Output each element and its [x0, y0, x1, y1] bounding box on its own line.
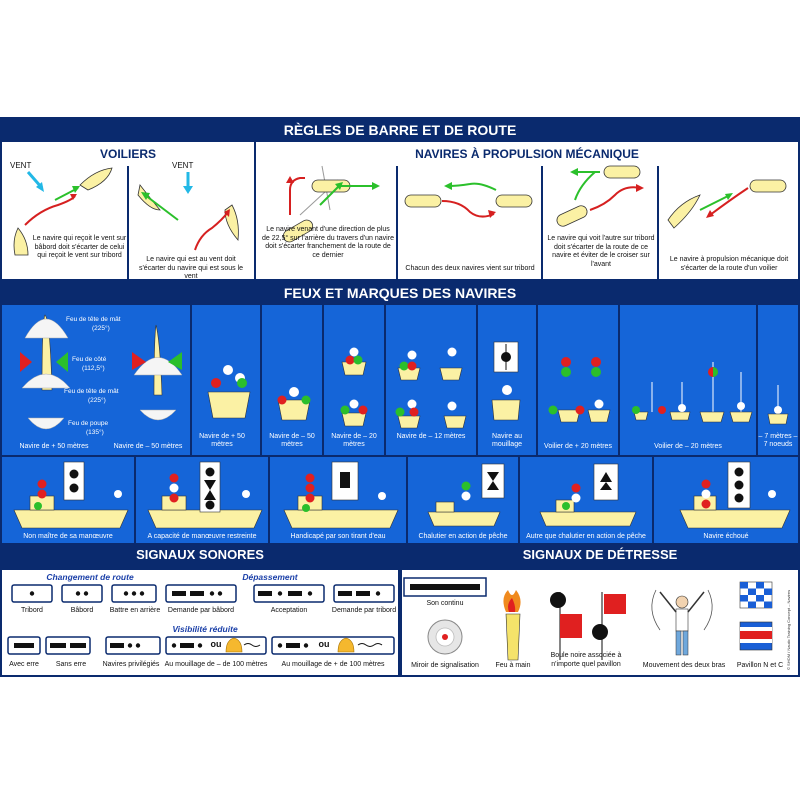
ship-1b [282, 219, 314, 243]
light-caption-7: Navire au mouillage [492, 433, 522, 448]
black-ball-icon [550, 592, 566, 608]
distress-title: SIGNAUX DE DÉTRESSE [522, 547, 678, 562]
light-caption-5: Navire de – 20 mètres [331, 433, 377, 448]
distress-miroir: Miroir de signalisation [411, 662, 479, 669]
sound-tribord: Tribord [21, 607, 43, 614]
ship-3a [603, 165, 641, 179]
light-caption-1: Navire de + 50 mètres [19, 443, 89, 450]
distress-pavillon: Pavillon N et C [736, 662, 784, 669]
sound-demande-tribord: Demande par tribord [331, 607, 397, 614]
label-side: Feu de côté [72, 356, 107, 363]
label-mast-2-deg: (225°) [88, 397, 106, 404]
light-panel-3 [262, 305, 322, 455]
sound-overtake-heading: Dépassement [242, 572, 298, 582]
sound-avec-erre: Avec erre [9, 661, 39, 668]
light-caption-8: Voilier de + 20 mètres [544, 443, 612, 450]
light-panel-4 [324, 305, 384, 455]
person-icon [675, 595, 689, 609]
sound-mouillage-moins: Au mouillage de – de 100 mètres [164, 661, 268, 668]
light-caption-6: Navire de – 12 mètres [396, 433, 466, 440]
flag-c-icon [739, 621, 773, 651]
light-caption-9: Voilier de – 20 mètres [654, 443, 722, 450]
sail-title: VOILIERS [99, 147, 156, 161]
label-side-deg: (112,5°) [82, 365, 105, 372]
sound-demande-babord: Demande par bâbord [167, 607, 235, 614]
wind-label-1: VENT [10, 161, 32, 170]
distress-boule: Boule noire associée à n'importe quel pa… [550, 652, 622, 668]
sound-babord: Bâbord [70, 607, 94, 614]
wind-label-2: VENT [172, 161, 194, 170]
light-caption-10: – 7 mètres – 7 noeuds [758, 433, 798, 448]
power-rule-1-caption: Le navire venant d'une direction de plus… [262, 226, 394, 259]
mark-caption-4: Chalutier en action de pêche [418, 533, 508, 540]
sailboat-1a [79, 167, 113, 191]
label-stern-deg: (135°) [86, 429, 104, 436]
ship-4a [749, 179, 787, 193]
sound-arriere: Battre en arrière [109, 607, 161, 614]
rules-title: RÈGLES DE BARRE ET DE ROUTE [0, 118, 800, 142]
sound-title: SIGNAUX SONORES [136, 547, 264, 562]
gong-wave-icon [243, 643, 261, 647]
sound-sans-erre: Sans erre [55, 661, 87, 668]
sail-rule-2-caption: Le navire qui est au vent doit s'écarter… [138, 256, 244, 280]
mark-caption-5: Autre que chalutier en action de pêche [526, 533, 646, 540]
sound-visibility-heading: Visibilité réduite [172, 624, 238, 634]
light-panel-8 [620, 305, 756, 455]
distress-bras: Mouvement des deux bras [642, 662, 726, 669]
light-panel-7 [538, 305, 618, 455]
sound-ou-2: ou [318, 639, 330, 649]
power-rule-2-caption: Chacun des deux navires vient sur tribor… [405, 265, 535, 272]
label-mast-1: Feu de tête de mât [66, 316, 121, 323]
power-rule-4-caption: Le navire à propulsion mécanique doit s'… [669, 256, 789, 272]
distress-son: Son continu [426, 600, 464, 607]
mark-caption-1: Non maître de sa manœuvre [23, 533, 113, 540]
ship-2a [404, 194, 442, 208]
light-panel-6 [478, 305, 536, 455]
bell-icon-2 [337, 637, 355, 653]
distress-feu: Feu à main [495, 662, 531, 669]
label-stern: Feu de poupe [68, 420, 109, 427]
power-rule-3-caption: Le navire qui voit l'autre sur tribord d… [547, 235, 655, 268]
light-caption-3: Navire de + 50 mètres [199, 433, 245, 448]
power-title: NAVIRES À PROPULSION MÉCANIQUE [415, 147, 639, 161]
sound-mouillage-plus: Au mouillage de + de 100 mètres [281, 661, 385, 668]
sail-rule-1-caption: Le navire qui reçoit le vent sur bâbord … [32, 235, 127, 259]
power-panel [256, 142, 798, 279]
gong-wave-icon-2 [357, 643, 383, 647]
sound-ou-1: ou [210, 639, 222, 649]
copyright-note: © SHOM / Nautic Training Concept – Navir… [786, 589, 791, 670]
mark-caption-2: A capacité de manœuvre restreinte [147, 533, 257, 540]
lights-title: FEUX ET MARQUES DES NAVIRES [0, 281, 800, 305]
mark-caption-6: Navire échoué [703, 533, 749, 540]
sound-privilegies: Navires privilégiés [102, 661, 160, 668]
label-mast-1-deg: (225°) [92, 325, 110, 332]
sound-change-heading: Changement de route [46, 572, 134, 582]
sailboat-4 [667, 194, 701, 229]
light-caption-2: Navire de – 50 mètres [113, 443, 183, 450]
label-mast-2: Feu de tête de mât [64, 388, 119, 395]
mark-panel-5 [520, 457, 652, 543]
sailboat-1b [13, 227, 29, 256]
light-panel-9 [758, 305, 798, 455]
bell-icon [225, 637, 243, 653]
ship-2b [495, 194, 533, 208]
mark-panel-6 [654, 457, 798, 543]
mark-caption-3: Handicapé par son tirant d'eau [290, 533, 386, 540]
flag-n-icon [739, 581, 773, 609]
sound-acceptation: Acceptation [270, 607, 308, 614]
light-panel-2 [192, 305, 260, 455]
light-caption-4: Navire de – 50 mètres [269, 433, 315, 448]
ship-3b [556, 205, 588, 227]
